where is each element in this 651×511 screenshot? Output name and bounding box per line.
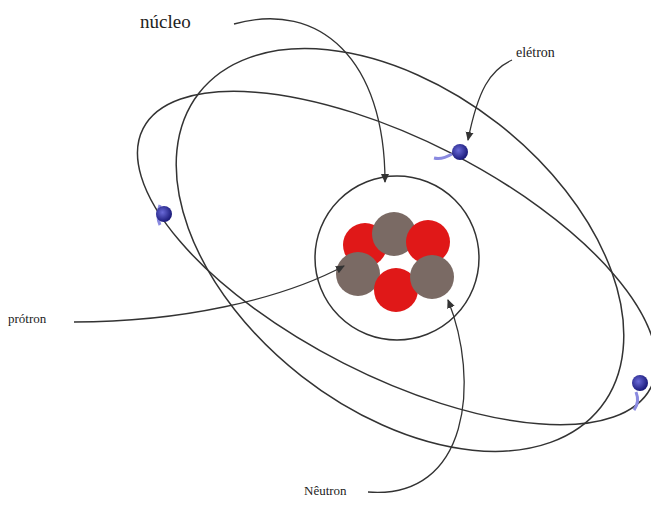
part-label: elétron — [516, 45, 555, 60]
part-label: Nêutron — [304, 484, 347, 498]
nucleus-outline — [315, 176, 479, 340]
part-label: núcleo — [140, 12, 191, 33]
leader-lines — [74, 19, 512, 493]
part-label: prótron — [8, 312, 46, 326]
orbit — [101, 0, 651, 511]
electrons — [156, 144, 648, 410]
nucleons — [336, 212, 454, 312]
